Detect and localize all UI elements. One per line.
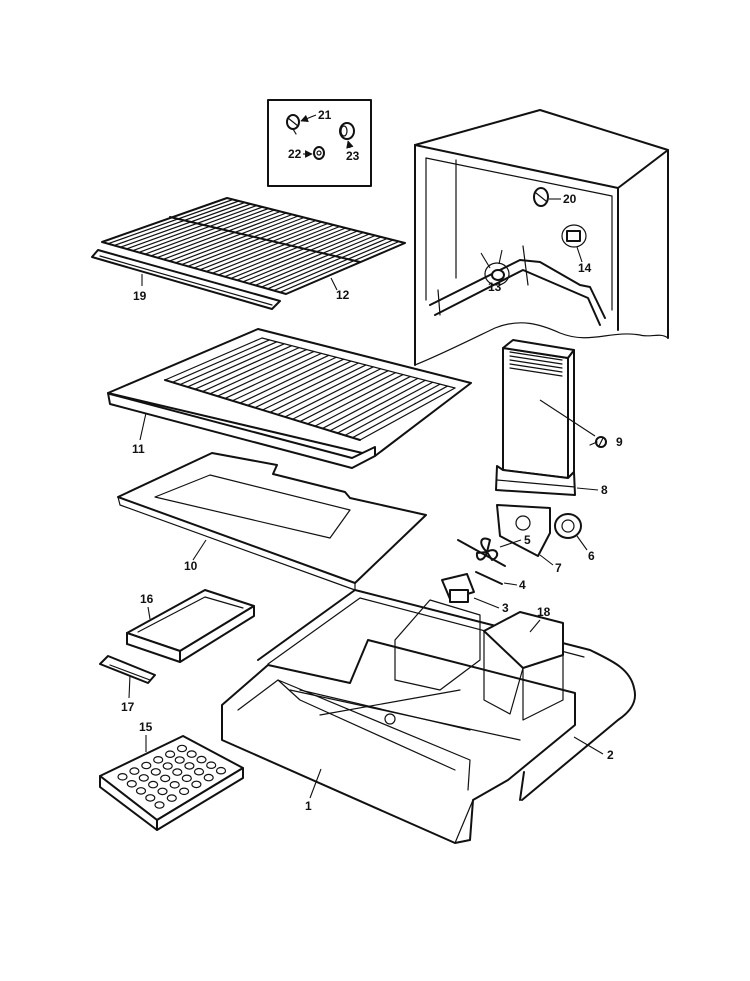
callout-23: 23	[346, 149, 360, 163]
part-4-fan-retainer	[475, 571, 503, 585]
callout-7: 7	[555, 561, 562, 575]
part-8-air-duct	[495, 339, 576, 496]
part-5-fan-blade	[457, 537, 506, 567]
callout-18: 18	[537, 605, 551, 619]
callout-19: 19	[133, 289, 147, 303]
callout-17: 17	[121, 700, 135, 714]
callout-16: 16	[140, 592, 154, 606]
callout-1: 1	[305, 799, 312, 813]
part-18-air-duct-housing	[483, 611, 564, 721]
callout-10: 10	[184, 559, 198, 573]
part-23-bushing	[339, 122, 355, 140]
part-20-cabinet-light	[533, 187, 549, 207]
part-15-ice-tray	[99, 735, 244, 831]
callout-2: 2	[607, 748, 614, 762]
callout-5: 5	[524, 533, 531, 547]
part-21-screw	[286, 114, 300, 135]
callout-21: 21	[318, 108, 332, 122]
part-16-crisper-pan	[126, 589, 255, 663]
callout-labels: 21 22 23 20 14 13 12 19 11 9 8 10 6 5 7 …	[121, 108, 623, 813]
callout-11: 11	[132, 442, 145, 456]
part-6-fan-shroud	[554, 513, 582, 539]
part-9-screw	[589, 436, 607, 448]
callout-3: 3	[502, 601, 509, 615]
callout-8: 8	[601, 483, 608, 497]
part-17-crisper-slide	[99, 655, 156, 684]
part-19-shelf-trim	[91, 249, 281, 310]
part-10-crisper-cover-panel	[117, 452, 427, 591]
part-11-shelf-frame	[107, 328, 472, 469]
callout-22: 22	[288, 147, 302, 161]
callout-4: 4	[519, 578, 526, 592]
part-3-fan-motor	[441, 573, 475, 603]
part-13-drain-fitting	[484, 262, 510, 286]
part-12-wire-shelf	[101, 197, 406, 295]
hardware-inset-box	[267, 99, 372, 187]
part-22-washer	[313, 146, 325, 160]
callout-6: 6	[588, 549, 595, 563]
callout-9: 9	[616, 435, 623, 449]
callout-20: 20	[563, 192, 577, 206]
freezer-cabinet	[414, 109, 669, 366]
part-1-freezer-tray	[221, 599, 576, 844]
callout-12: 12	[336, 288, 350, 302]
callout-15: 15	[139, 720, 153, 734]
part-14-thermostat-bracket	[561, 224, 587, 248]
callout-13: 13	[488, 280, 502, 294]
part-7-fan-bracket	[496, 504, 551, 557]
callout-14: 14	[578, 261, 592, 275]
